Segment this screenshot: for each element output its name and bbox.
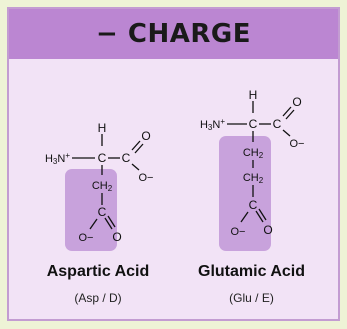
glu-alpha-carbon: C (249, 117, 258, 131)
card-header: − CHARGE (9, 9, 338, 59)
asp-amine-group: H3N+ (45, 151, 70, 166)
asp-alpha-carbon: C (98, 151, 107, 165)
glu-side-chain-ch2-1: CH2 (243, 147, 264, 160)
asp-side-chain-highlight (65, 169, 117, 251)
glu-amine-group: H3N+ (200, 117, 225, 132)
asp-carboxyl-oxygen-minus: O− (139, 172, 154, 184)
glu-side-chain-oxygen-minus: O− (231, 226, 246, 238)
glu-carboxyl-carbon: C (273, 117, 282, 131)
asp-side-chain-oxygen-minus: O− (79, 232, 94, 244)
asp-h-atom: H (98, 121, 107, 135)
glu-side-chain-carbon: C (249, 198, 258, 212)
aspartic-acid-name: Aspartic Acid (46, 263, 150, 280)
asp-side-chain-ch2: CH2 (92, 180, 113, 193)
asp-side-chain-oxygen: O (112, 230, 121, 244)
negative-charge-card: − CHARGE H H3N+ C C O O− (7, 7, 340, 321)
header-title: − CHARGE (96, 19, 251, 49)
glutamic-acid-abbreviation: (Glu / E) (229, 291, 274, 305)
glu-side-chain-highlight (219, 136, 271, 251)
glu-side-chain-ch2-2: CH2 (243, 172, 264, 185)
glu-carboxyl-oxygen-minus: O− (290, 138, 305, 150)
aspartic-acid-structure: H H3N+ C C O O− CH2 C O− O (45, 121, 154, 251)
glu-carboxyl-oxygen: O (292, 95, 301, 109)
glu-side-chain-oxygen: O (263, 223, 272, 237)
asp-carboxyl-carbon: C (122, 151, 131, 165)
asp-side-chain-carbon: C (98, 205, 107, 219)
glu-h-atom: H (249, 88, 258, 102)
aspartic-acid-abbreviation: (Asp / D) (74, 291, 122, 305)
glutamic-acid-name: Glutamic Acid (198, 263, 305, 280)
structures-diagram: H H3N+ C C O O− CH2 C O− O (45, 88, 305, 251)
glutamic-acid-structure: H H3N+ C C O O− CH2 CH2 C O− O (200, 88, 305, 251)
asp-carboxyl-oxygen: O (141, 129, 150, 143)
